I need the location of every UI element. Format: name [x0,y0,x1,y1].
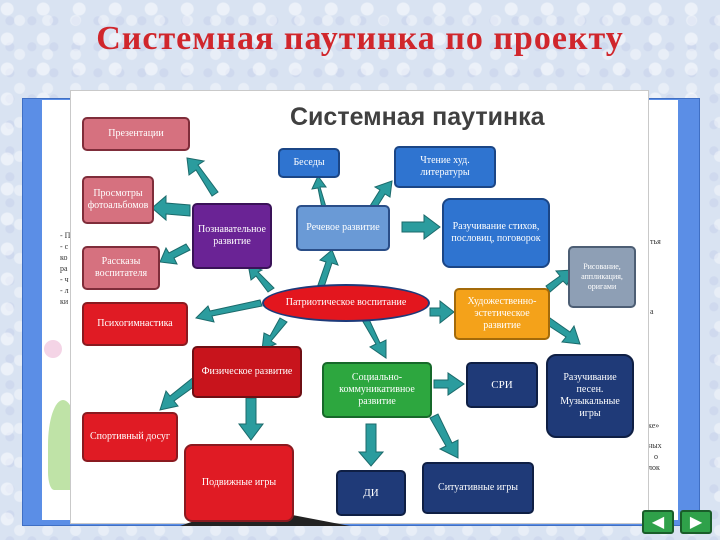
node-fiction-reading: Чтение худ. литературы [394,146,496,188]
arrow-left-icon: ◀ [651,512,665,531]
background-text-right-3: ке» [648,421,660,430]
node-learning-poems: Разучивание стихов, пословиц, поговорок [442,198,550,268]
arrow-to-situational [429,413,459,459]
arrow-to-talks [311,175,327,209]
arrow-to-poems [401,214,441,240]
node-teacher-stories: Рассказы воспитателя [82,246,160,290]
arrow-to-artistic [429,299,455,325]
arrow-to-di [357,423,385,467]
background-text-right-5: о [654,452,658,461]
node-social: Социально-коммуникативное развитие [322,362,432,418]
arrow-to-social [361,316,387,359]
next-slide-button[interactable]: ▶ [680,510,712,534]
background-text-right-1: тья [650,237,661,246]
node-learning-songs: Разучивание песен. Музыкальные игры [546,354,634,438]
prev-slide-button[interactable]: ◀ [642,510,674,534]
node-sport-leisure: Спортивный досуг [82,412,178,462]
arrow-to-teacher-stories [159,243,191,265]
page-title: Системная паутинка по проекту [96,20,624,57]
node-cognitive: Познавательное развитие [192,203,272,269]
back-fragment: - П [60,231,71,240]
back-fragment: - ч [60,275,69,284]
node-outdoor-games: Подвижные игры [184,444,294,522]
decor-bubble-shape [44,340,62,358]
diagram-title: Системная паутинка [290,103,545,131]
node-talks: Беседы [278,148,340,178]
back-fragment: ко [60,253,68,262]
arrow-to-photo-albums [151,194,191,222]
arrow-to-psycho [195,299,263,323]
node-photo-albums: Просмотры фотоальбомов [82,176,154,224]
node-center-patriotic: Патриотическое воспитание [262,284,430,322]
background-text-left: - П - с ко ра - ч - л ки [60,230,70,307]
arrow-to-speech [317,249,339,288]
node-di: ДИ [336,470,406,516]
background-text-right-4: ных [648,441,662,450]
arrow-to-outdoor-games [238,397,264,441]
back-fragment: - с [60,242,69,251]
node-sri: СРИ [466,362,538,408]
arrow-to-songs [545,317,581,345]
node-artistic: Художественно-эстетическое развитие [454,288,550,340]
background-text-right-6: лок [648,463,660,472]
background-text-right-2: а [650,307,654,316]
back-fragment: ра [60,264,68,273]
arrow-right-icon: ▶ [689,512,703,531]
arrow-to-sri [433,372,465,396]
back-fragment: ки [60,297,69,306]
node-presentations: Презентации [82,117,190,151]
node-situational-games: Ситуативные игры [422,462,534,514]
back-fragment: - л [60,286,69,295]
node-drawing: Рисование, аппликация, оригами [568,246,636,308]
node-psycho-gymnastics: Психогимнастика [82,302,188,346]
node-speech: Речевое развитие [296,205,390,251]
arrow-to-presentations [186,157,219,197]
node-physical: Физическое развитие [192,346,302,398]
